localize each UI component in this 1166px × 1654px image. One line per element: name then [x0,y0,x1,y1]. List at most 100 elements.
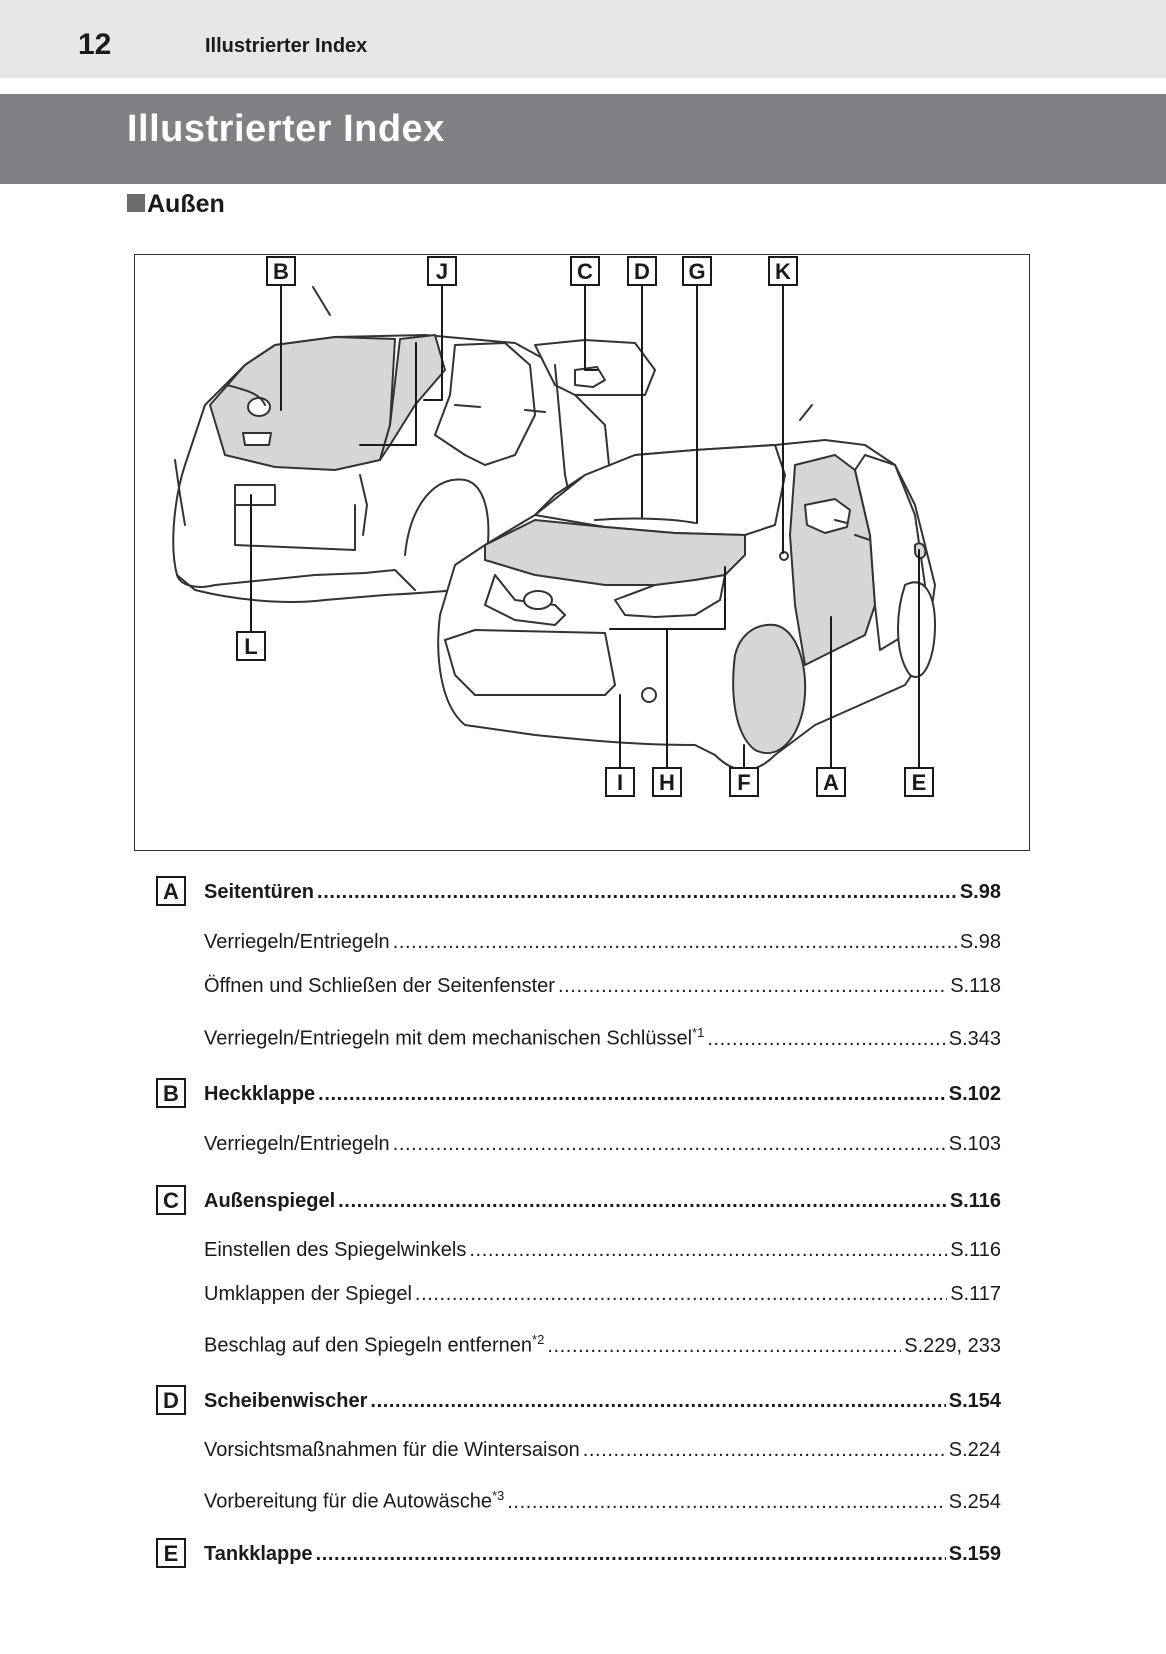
entry-sub[interactable]: Vorsichtsmaßnahmen für die Wintersaison S… [204,1439,1001,1462]
entry-main-page: S.154 [948,1390,1001,1412]
rear-bumper [176,569,416,591]
callout-J: J [427,256,457,286]
entry-main-text: Tankklappe [204,1543,313,1565]
entry-main-text: Scheibenwischer [204,1390,368,1412]
entry-sub[interactable]: Einstellen des Spiegelwinkels S.116 [204,1239,1001,1262]
callout-F: F [729,767,759,797]
entry-main[interactable]: Außenspiegel S.116 [204,1190,1001,1213]
car-exterior-figure: B J C D G K L I H F A E [134,254,1030,851]
front-door-handles [834,519,871,541]
entry-sub-text: Beschlag auf den Spiegeln entfernen [204,1334,533,1357]
page-title: Illustrierter Index [127,108,445,150]
entry-sub-text: Vorsichtsmaßnahmen für die Wintersaison [204,1439,580,1461]
entry-sub[interactable]: Beschlag auf den Spiegeln entfernen*2 S.2… [204,1332,1001,1358]
page-number: 12 [78,28,112,61]
rear-light-right [359,474,368,536]
callout-G: G [682,256,712,286]
entry-sub-page: S.224 [948,1439,1001,1461]
key-cylinder [779,551,789,561]
entry-sub-text: Vorbereitung für die Autowäsche [204,1490,492,1513]
entry-main-page: S.98 [959,881,1001,903]
front-bumper [444,629,616,696]
entry-sub-page: S.117 [950,1283,1001,1305]
front-wiper [594,517,696,524]
front-hood [484,519,746,586]
rear-quarter-glass [434,342,536,466]
section-heading-label: Außen [147,190,225,218]
footnote-mark: *1 [692,1025,705,1040]
entry-sub[interactable]: Vorbereitung für die Autowäsche*3 S.254 [204,1488,1001,1514]
entry-sub-page: S.118 [950,975,1001,997]
rear-door-handle [454,404,546,413]
antenna-rear [312,286,331,316]
front-wheel [732,623,807,755]
rear-spoiler-line [226,384,266,406]
entry-sub-text: Einstellen des Spiegelwinkels [204,1239,467,1261]
front-headlight [614,574,726,618]
leader-lines [250,285,920,768]
rear-license-plate [234,484,276,506]
front-grille [484,574,566,626]
entry-sub[interactable]: Verriegeln/Entriegeln mit dem mechanisch… [204,1025,1001,1051]
rear-emblem [247,397,271,417]
running-header: 12 Illustrierter Index [0,0,1166,78]
entry-main-text: Seitentüren [204,881,315,903]
entry-main[interactable]: Heckklappe S.102 [204,1083,1001,1106]
rear-diffuser [234,499,356,551]
rear-light-left [174,459,186,526]
rear-wheel-front-car [897,581,936,678]
callout-A: A [816,767,846,797]
running-title: Illustrierter Index [205,35,368,57]
entry-main-page: S.102 [948,1083,1001,1105]
entry-main-page: S.116 [949,1190,1001,1212]
gray-square-icon [127,194,145,212]
rear-window [209,336,396,471]
rear-handle [242,432,272,446]
fog-light [641,687,657,703]
entry-sub[interactable]: Verriegeln/Entriegeln S.103 [204,1133,1001,1156]
entry-sub[interactable]: Verriegeln/Entriegeln S.98 [204,931,1001,954]
entry-main[interactable]: Seitentüren S.98 [204,881,1001,904]
callout-L: L [236,631,266,661]
footnote-mark: *3 [491,1488,505,1503]
callout-C: C [570,256,600,286]
rear-glass-side [379,334,446,461]
entry-letter: E [156,1538,186,1568]
entry-sub-text: Umklappen der Spiegel [204,1283,412,1305]
section-heading: Außen [127,190,225,219]
entry-sub[interactable]: Umklappen der Spiegel S.117 [204,1283,1001,1306]
entry-sub-page: S.254 [948,1490,1001,1513]
entry-main-page: S.159 [948,1543,1001,1565]
entry-main[interactable]: Tankklappe S.159 [204,1543,1001,1566]
callout-D: D [627,256,657,286]
entry-letter: B [156,1078,186,1108]
entry-main-text: Heckklappe [204,1083,316,1105]
entry-main[interactable]: Scheibenwischer S.154 [204,1390,1001,1413]
entry-sub-page: S.103 [948,1133,1001,1155]
callout-K: K [768,256,798,286]
entry-sub-text: Öffnen und Schließen der Seitenfenster [204,975,555,997]
front-mirror [804,498,851,534]
fuel-door [914,542,927,559]
callout-H: H [652,767,682,797]
entry-letter: D [156,1385,186,1415]
title-band: Illustrierter Index [0,94,1166,184]
front-emblem [523,590,553,610]
entry-main-text: Außenspiegel [204,1190,336,1212]
callout-B: B [266,256,296,286]
antenna-front [799,404,813,421]
entry-sub-page: S.343 [948,1027,1001,1050]
entry-letter: A [156,876,186,906]
callout-E: E [904,767,934,797]
entry-sub-page: S.229, 233 [904,1334,1001,1357]
entry-sub[interactable]: Öffnen und Schließen der Seitenfenster S.… [204,975,1001,998]
footnote-mark: *2 [532,1332,545,1347]
entry-sub-page: S.98 [959,931,1001,953]
callout-I: I [605,767,635,797]
entry-sub-text: Verriegeln/Entriegeln mit dem mechanisch… [204,1027,693,1050]
entry-sub-text: Verriegeln/Entriegeln [204,1133,390,1155]
car-illustration [172,285,936,771]
entry-sub-text: Verriegeln/Entriegeln [204,931,390,953]
entry-letter: C [156,1185,186,1215]
entry-sub-page: S.116 [950,1239,1001,1261]
